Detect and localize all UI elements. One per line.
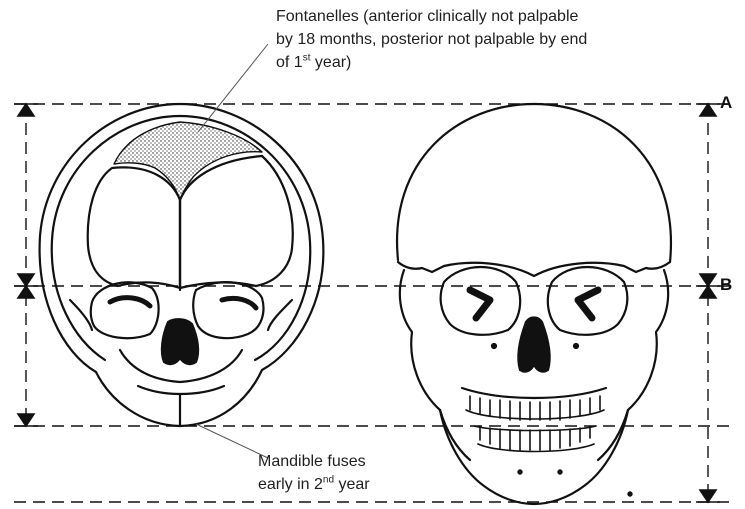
infant-orbit-right <box>193 282 263 338</box>
arrow-left-mid-up <box>18 286 34 298</box>
mandible-annotation-line1: Mandible fuses <box>258 450 458 473</box>
fontanelle-annotation: Fontanelles (anterior clinically not pal… <box>276 5 736 74</box>
mandible-line2-sup: nd <box>323 475 334 486</box>
adult-nasal-cavity <box>518 318 549 372</box>
arrow-right-mid-up <box>700 286 716 298</box>
adult-cranium-outline <box>397 104 671 262</box>
infant-orbit-left <box>91 282 159 338</box>
adult-foramen-right <box>574 344 578 348</box>
arrow-left-mid-down <box>18 274 34 286</box>
adult-lower-teeth <box>474 426 596 452</box>
arrow-left-bottom-down <box>18 414 34 426</box>
fontanelle-line3-pre: of 1 <box>276 54 303 71</box>
arrow-right-bottom-down <box>700 490 716 502</box>
infant-frontal-left <box>88 167 180 288</box>
adult-orbit-right <box>548 267 628 335</box>
infant-skull-illustration <box>40 104 324 426</box>
mandible-line2-pre: early in 2 <box>258 476 323 493</box>
arrow-right-top-up <box>700 104 716 116</box>
adult-skull-illustration <box>397 104 671 504</box>
mandible-annotation: Mandible fuses early in 2nd year <box>258 450 458 496</box>
adult-maxilla <box>462 388 606 398</box>
adult-foramen-left <box>492 344 496 348</box>
infant-nasal-cavity <box>162 319 198 364</box>
mandible-annotation-line2: early in 2nd year <box>258 473 458 496</box>
marker-a-label: A <box>720 93 732 113</box>
fontanelle-annotation-line2: by 18 months, posterior not palpable by … <box>276 28 736 51</box>
fontanelle-annotation-line1: Fontanelles (anterior clinically not pal… <box>276 5 736 28</box>
adult-brow-line <box>398 262 670 276</box>
fontanelle-leader-line <box>198 44 268 132</box>
adult-orbit-left <box>441 267 521 335</box>
fontanelle-line3-post: year) <box>310 54 351 71</box>
arrow-left-top-up <box>18 104 34 116</box>
adult-upper-teeth <box>466 396 604 420</box>
marker-b-label: B <box>720 275 732 295</box>
mandible-line2-post: year <box>334 476 370 493</box>
infant-frontal-right <box>180 156 293 288</box>
fontanelle-annotation-line3: of 1st year) <box>276 51 736 74</box>
arrow-right-mid-down <box>700 274 716 286</box>
